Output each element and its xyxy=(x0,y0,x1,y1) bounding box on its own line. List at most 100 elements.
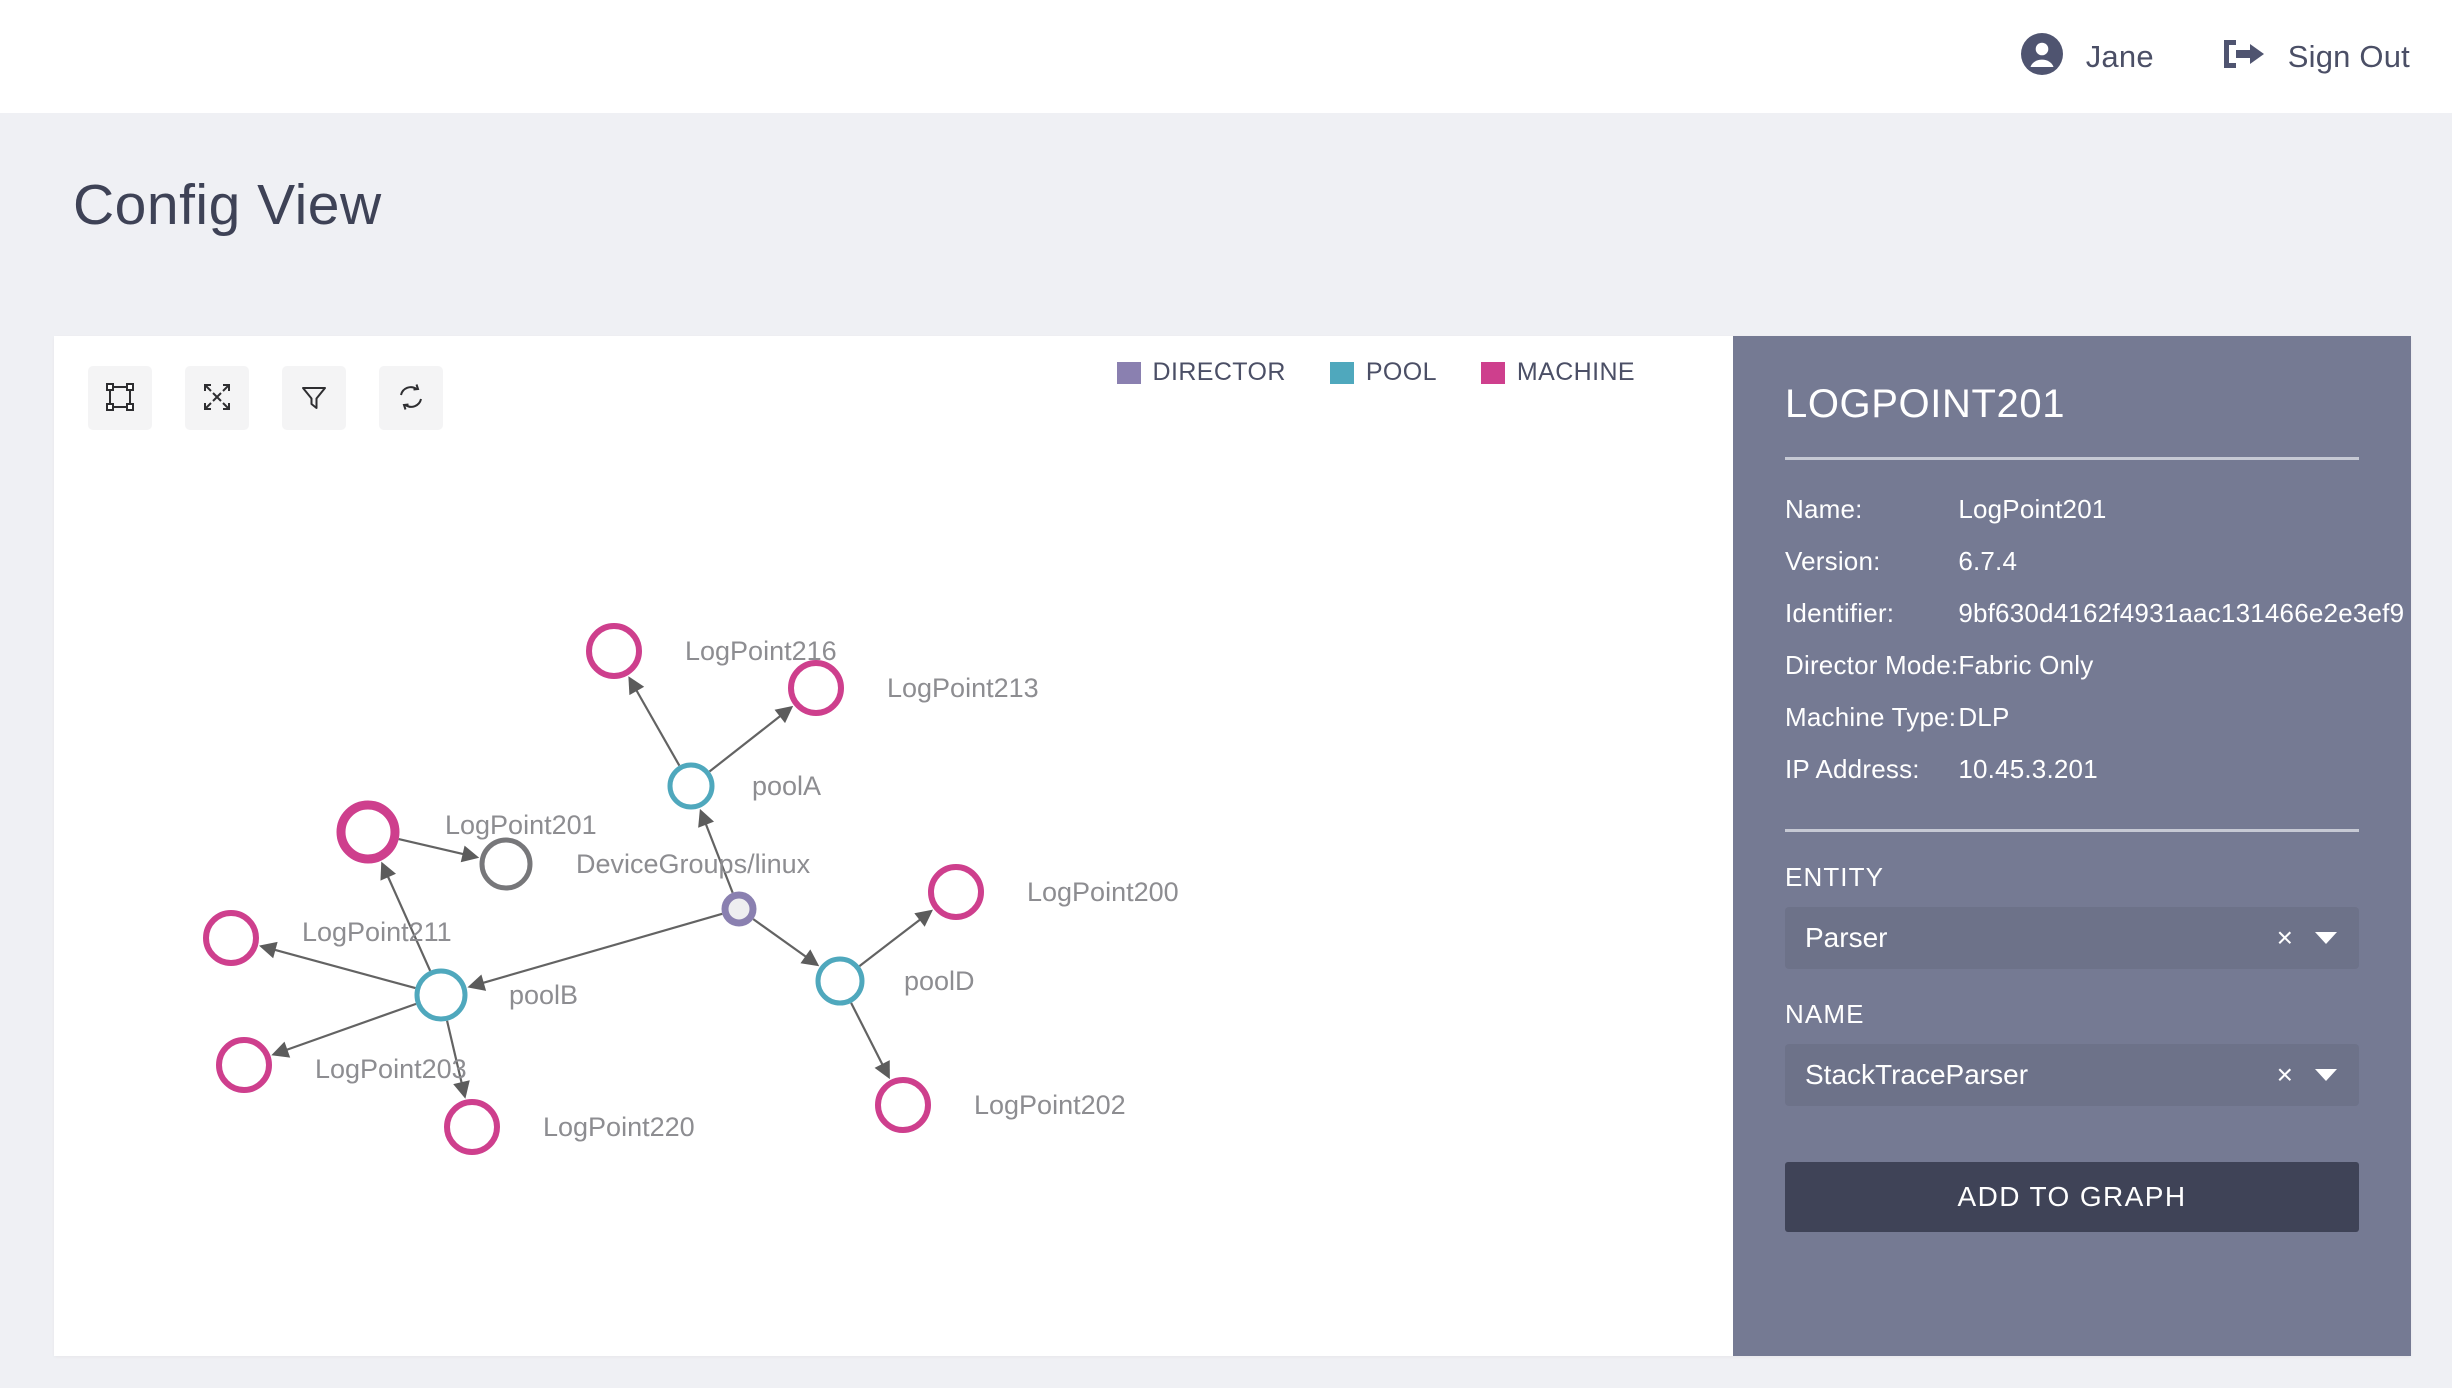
graph-node-label: poolA xyxy=(752,771,821,801)
graph-edge xyxy=(858,916,925,967)
detail-property-value: 9bf630d4162f4931aac131466e2e3ef9 xyxy=(1958,598,2405,628)
legend-swatch-machine xyxy=(1480,361,1505,384)
graph-node-poolA[interactable] xyxy=(667,762,715,810)
graph-edge xyxy=(282,1002,417,1053)
panel-divider-top xyxy=(1785,457,2359,460)
detail-property-row: Identifier: 9bf630d4162f4931aac131466e2e3… xyxy=(1785,598,2404,650)
graph-edge xyxy=(633,686,681,767)
detail-property-key: Machine Type: xyxy=(1785,702,1957,732)
refresh-sync-icon xyxy=(396,382,426,415)
entity-select-value: Parser xyxy=(1805,922,1888,953)
graph-node-logpoint203[interactable] xyxy=(216,1037,272,1093)
graph-node-devicegroups-linux[interactable] xyxy=(479,837,533,891)
name-select[interactable]: StackTraceParser × xyxy=(1785,1044,2359,1106)
graph-node-logpoint211[interactable] xyxy=(203,910,259,966)
page-title: Config View xyxy=(73,173,382,237)
funnel-filter-icon xyxy=(299,382,329,415)
entity-chevron-down-icon[interactable] xyxy=(2315,932,2337,944)
graph-edge-arrowhead xyxy=(380,861,396,881)
legend-swatch-pool xyxy=(1329,361,1354,384)
legend-item-pool: POOL xyxy=(1329,358,1437,387)
detail-property-key: Version: xyxy=(1785,546,1881,576)
graph-edge-arrowhead xyxy=(467,974,487,991)
add-to-graph-button[interactable]: ADD TO GRAPH xyxy=(1785,1162,2359,1232)
graph-edge-arrowhead xyxy=(774,705,794,724)
graph-node-label: DeviceGroups/linux xyxy=(576,849,811,879)
graph-node-label: LogPoint202 xyxy=(974,1090,1126,1120)
panel-divider-bottom xyxy=(1785,829,2359,832)
graph-edge-arrowhead xyxy=(698,808,715,828)
detail-property-value: LogPoint201 xyxy=(1958,494,2107,524)
legend-label-pool: POOL xyxy=(1365,358,1437,386)
user-avatar-icon xyxy=(2020,32,2064,81)
expand-arrows-icon xyxy=(202,382,232,415)
graph-node-poolD[interactable] xyxy=(815,956,865,1006)
graph-nodes: LogPoint216LogPoint213poolALogPoint201De… xyxy=(203,623,1179,1155)
graph-node-logpoint201[interactable] xyxy=(336,800,400,864)
filter-button[interactable] xyxy=(282,366,346,430)
top-header-bar: Jane Sign Out xyxy=(0,0,2452,113)
legend-label-machine: MACHINE xyxy=(1516,358,1635,386)
graph-edge xyxy=(703,819,734,894)
graph-edge xyxy=(850,1002,886,1069)
graph-edge-arrowhead xyxy=(271,1041,291,1058)
detail-property-key: IP Address: xyxy=(1785,754,1920,784)
refresh-button[interactable] xyxy=(379,366,443,430)
graph-node-logpoint200[interactable] xyxy=(928,864,984,920)
detail-panel-title: LOGPOINT201 xyxy=(1785,382,2066,426)
graph-edges xyxy=(258,676,933,1099)
graph-edge xyxy=(445,1020,464,1088)
graph-node-label: LogPoint201 xyxy=(445,810,597,840)
entity-field-label: ENTITY xyxy=(1785,862,1885,892)
detail-property-value: DLP xyxy=(1958,702,2010,732)
graph-legend: DIRECTOR POOL MACHINE xyxy=(1116,358,1635,387)
name-chevron-down-icon[interactable] xyxy=(2315,1069,2337,1081)
graph-node-label: LogPoint220 xyxy=(543,1112,695,1142)
entity-select[interactable]: Parser × xyxy=(1785,907,2359,969)
graph-edge-arrowhead xyxy=(628,676,645,696)
detail-property-value: Fabric Only xyxy=(1958,650,2094,680)
graph-node-logpoint220[interactable] xyxy=(444,1099,500,1155)
graph-node-label: poolD xyxy=(904,966,975,996)
fit-to-screen-button[interactable] xyxy=(185,366,249,430)
graph-edge-arrowhead xyxy=(460,845,480,863)
graph-node-logpoint213[interactable] xyxy=(788,660,844,716)
detail-property-value: 10.45.3.201 xyxy=(1958,754,2098,784)
detail-property-key: Identifier: xyxy=(1785,598,1895,628)
sign-out-icon xyxy=(2220,34,2266,79)
bounding-box-icon xyxy=(105,382,135,415)
graph-toolbar xyxy=(88,366,443,430)
graph-node-logpoint216[interactable] xyxy=(586,623,642,679)
user-menu[interactable]: Jane xyxy=(2020,32,2154,81)
graph-node-label: poolB xyxy=(509,980,578,1010)
graph-node-label: LogPoint213 xyxy=(887,673,1039,703)
name-clear-icon[interactable]: × xyxy=(2276,1059,2293,1090)
graph-edge xyxy=(270,947,416,990)
graph-edge xyxy=(708,712,785,773)
graph-node-director[interactable] xyxy=(721,891,757,927)
select-area-button[interactable] xyxy=(88,366,152,430)
detail-property-row: Director Mode:Fabric Only xyxy=(1785,650,2404,702)
graph-edge-arrowhead xyxy=(258,941,278,959)
graph-node-label: LogPoint200 xyxy=(1027,877,1179,907)
graph-node-logpoint202[interactable] xyxy=(875,1077,931,1133)
graph-node-poolB[interactable] xyxy=(414,968,468,1022)
graph-network-diagram[interactable]: LogPoint216LogPoint213poolALogPoint201De… xyxy=(54,336,1733,1356)
graph-edge-arrowhead xyxy=(874,1060,890,1080)
header-actions: Jane Sign Out xyxy=(2020,32,2452,81)
sign-out-button[interactable]: Sign Out xyxy=(2220,34,2410,79)
graph-edge-arrowhead xyxy=(914,909,933,927)
graph-node-label: LogPoint211 xyxy=(302,917,452,947)
user-name-label: Jane xyxy=(2085,38,2154,74)
entity-clear-icon[interactable]: × xyxy=(2276,922,2293,953)
detail-property-value: 6.7.4 xyxy=(1958,546,2018,576)
detail-property-key: Name: xyxy=(1785,494,1863,524)
name-field-label: NAME xyxy=(1785,999,1865,1029)
detail-property-row: Machine Type:DLP xyxy=(1785,702,2404,754)
legend-item-director: DIRECTOR xyxy=(1116,358,1286,387)
sign-out-label: Sign Out xyxy=(2287,38,2410,74)
